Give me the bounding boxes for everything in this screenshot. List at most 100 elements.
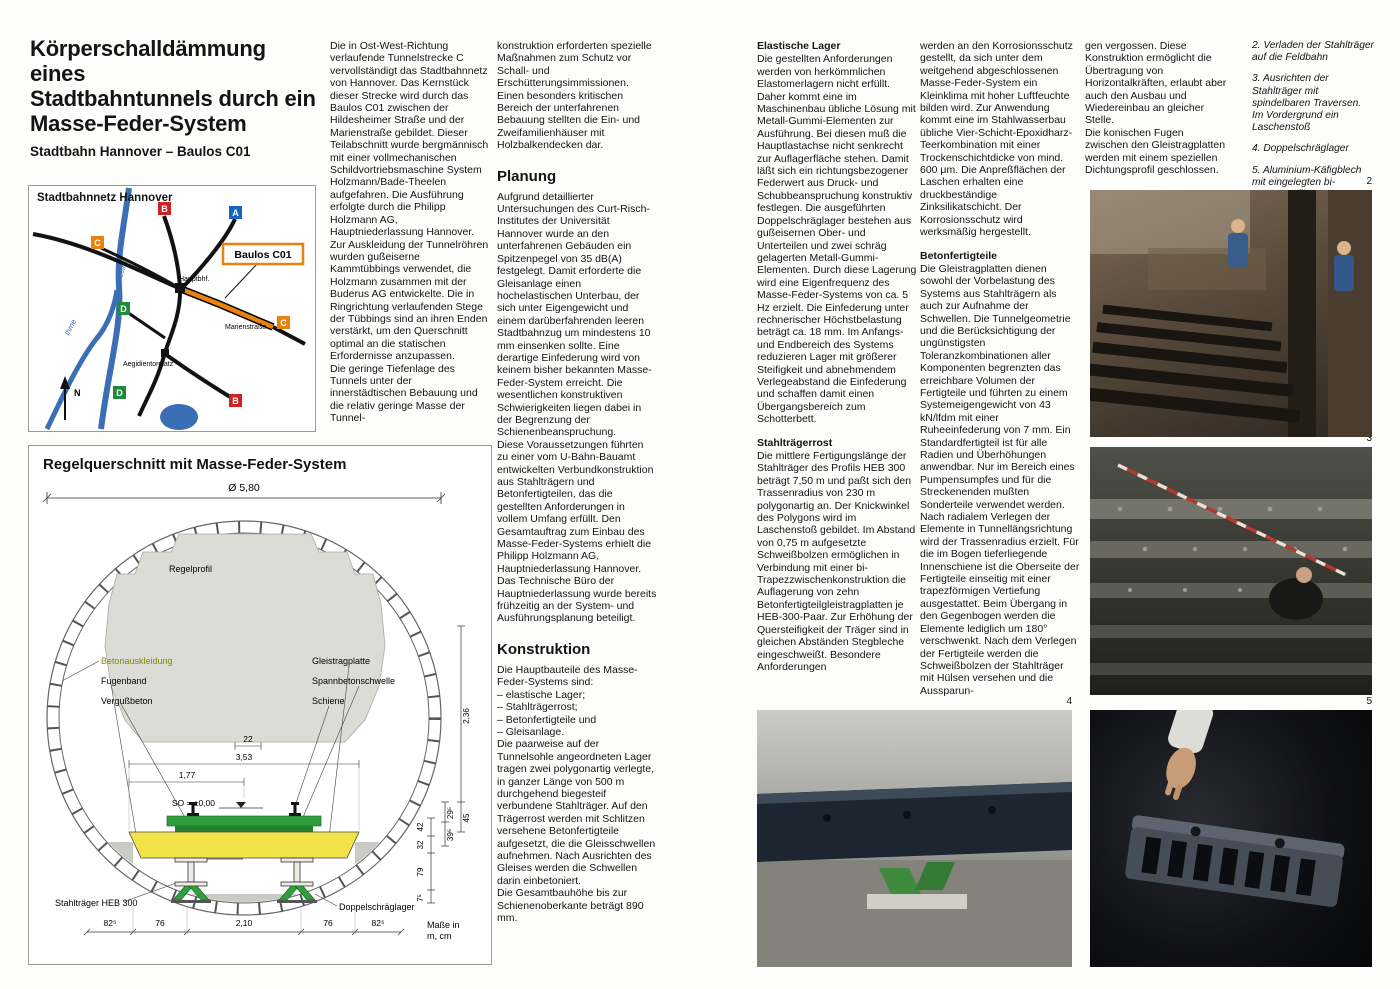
gleistragplatte-shape: [128, 831, 360, 859]
paragraph: Aufgrund detaillierter Untersuchungen de…: [497, 190, 652, 439]
leader-lines: [61, 660, 360, 907]
text-column-3: Elastische Lager Die gestellten Anforder…: [757, 40, 917, 700]
photo5-graphic: [1125, 710, 1345, 907]
beam-bolts: [823, 806, 996, 822]
dim-236: 2,36: [462, 708, 471, 724]
paragraph: Die in Ost-West-Richtung verlaufende Tun…: [330, 40, 489, 363]
page-title: Körperschalldämmung eines Stadtbahntunne…: [30, 36, 322, 136]
heading-elastische-lager: Elastische Lager: [757, 40, 841, 52]
worker-1: [1228, 219, 1248, 267]
regelprofil-shape: [104, 533, 386, 743]
photo-number-2: 2: [1366, 176, 1372, 187]
heading-betonfertigteile: Betonfertigteile: [920, 249, 998, 262]
title-line-2: Stadtbahntunnels durch ein: [30, 86, 316, 111]
dim-45: 45: [462, 813, 471, 822]
stud-1: [1190, 826, 1201, 837]
line-marker-b-north-label: B: [161, 204, 168, 214]
photo-loading-steel-beams: [1090, 190, 1372, 437]
dim-210: 2,10: [236, 918, 253, 928]
so-level-mark: [219, 802, 263, 809]
list-item: – Stahlträgerrost;: [497, 701, 578, 714]
dim-76b: 76: [323, 918, 333, 928]
heading-konstruktion: Konstruktion: [497, 640, 591, 658]
paragraph: Die gestellten Anforderungen werden von …: [757, 53, 917, 426]
cage-sheet: [1125, 815, 1345, 907]
line-marker-d-west-label: D: [120, 304, 127, 314]
paragraph: Die Hauptbauteile des Masse-Feder-System…: [497, 663, 638, 689]
baulos-callout-box: [221, 242, 305, 266]
label-betonauskleidung: Betonauskleidung: [101, 656, 173, 666]
river-lines: [44, 187, 198, 431]
line-marker-b-south-label: B: [232, 396, 239, 406]
paragraph: Die Gesamtbauhöhe bis zur Schienenoberka…: [497, 887, 644, 924]
paragraph: werden an den Korrosionsschutz gestellt,…: [920, 40, 1073, 239]
dim-76a: 76: [155, 918, 165, 928]
line-marker-d-west: [117, 302, 130, 315]
line-marker-c-west-label: C: [94, 238, 101, 248]
label-gleistragplatte: Gleistragplatte: [312, 656, 370, 666]
wall-shadow: [1328, 190, 1372, 437]
dim-42: 42: [416, 822, 425, 831]
baulos-callout-label: Baulos C01: [234, 249, 291, 261]
concrete-floor: [757, 860, 1072, 967]
doppelschraeglager-shapes: [171, 885, 317, 903]
tunnel-lining-ring: [46, 520, 442, 916]
page-subtitle: Stadtbahn Hannover – Baulos C01: [30, 144, 251, 159]
callout-leader: [224, 263, 258, 299]
text-column-2: konstruktion erforderten spezielle Maßna…: [497, 40, 657, 966]
north-arrow: N: [60, 376, 81, 420]
label-regelprofil: Regelprofil: [169, 564, 212, 574]
photo2-graphic: [1090, 190, 1372, 437]
photo-captions: 2. Verladen der Stahlträger auf die Feld…: [1252, 40, 1375, 210]
stud-2: [1274, 838, 1285, 849]
machine-block: [1148, 248, 1266, 290]
bottom-dim-labels: 82⁵ 76 2,10 76 82⁵: [104, 918, 385, 928]
cross-section-figure: Regelquerschnitt mit Masse-Feder-System …: [28, 445, 492, 965]
spannbetonschwelle-shape: [166, 815, 322, 827]
dim-39: 39⁵: [446, 829, 455, 841]
photo-number-3: 3: [1366, 433, 1372, 444]
label-stahltraeger: Stahlträger HEB 300: [55, 898, 138, 908]
text-column-5: gen vergossen. Diese Konstruktion ermögl…: [1085, 40, 1227, 190]
paragraph: Die geringe Tiefenlage des Tunnels unter…: [330, 362, 478, 425]
station-aegidientorplatz-square: [161, 349, 169, 357]
map-title: Stadtbahnnetz Hannover: [37, 192, 173, 204]
paragraph: konstruktion erforderten spezielle Maßna…: [497, 40, 652, 152]
dim-353: 3,53: [236, 752, 253, 762]
green-bearing-wedges: [879, 862, 955, 894]
title-block: Körperschalldämmung eines Stadtbahntunne…: [30, 36, 322, 159]
text-column-4: werden an den Korrosionsschutz gestellt,…: [920, 40, 1080, 700]
label-spannbetonschwelle: Spannbetonschwelle: [312, 676, 395, 686]
caption-photo-2: 2. Verladen der Stahlträger auf die Feld…: [1252, 40, 1374, 64]
station-label-marienstrasse: Marienstraße: [225, 324, 266, 331]
photo-aluminium-cage-sheet: [1090, 710, 1372, 967]
dim-177: 1,77: [179, 770, 196, 780]
bearing-base-plate: [867, 894, 967, 909]
dim-82a: 82⁵: [104, 918, 117, 928]
paragraph: Die Gleistragplatten dienen sowohl der V…: [920, 262, 1080, 697]
line-marker-b-north: [158, 202, 171, 215]
lake-shape: [160, 404, 198, 430]
title-line-3: Masse-Feder-System: [30, 111, 247, 136]
line-marker-a: [229, 206, 242, 219]
line-marker-c-east: [277, 316, 290, 329]
units-note-line1: Maße in: [427, 920, 460, 930]
river-label-ihme: Ihme: [63, 318, 78, 337]
light-area: [1090, 190, 1250, 254]
line-marker-a-label: A: [232, 208, 239, 218]
bottom-dim-chain: [83, 906, 405, 936]
dim-7: 7⁵: [416, 894, 425, 902]
line-marker-c-east-label: C: [280, 318, 287, 328]
paragraph: Die mittlere Fertigungslänge der Stahltr…: [757, 450, 916, 673]
beam-rows: [1090, 499, 1372, 675]
label-vergussbeton: Vergußbeton: [101, 696, 153, 706]
spindle-traverse-rod: [1117, 463, 1347, 577]
heading-planung: Planung: [497, 167, 557, 185]
line-marker-d-south-label: D: [116, 388, 123, 398]
text-column-1: Die in Ost-West-Richtung verlaufende Tun…: [330, 40, 490, 434]
station-hauptbahnhof-square: [175, 283, 185, 293]
photo4-graphic: [757, 782, 1072, 967]
paragraph: Die konischen Fugen zwischen den Gleistr…: [1085, 126, 1226, 177]
photo-double-inclined-bearing: [757, 710, 1072, 967]
caption-photo-3: 3. Ausrichten der Stahlträger mit spinde…: [1252, 73, 1362, 134]
